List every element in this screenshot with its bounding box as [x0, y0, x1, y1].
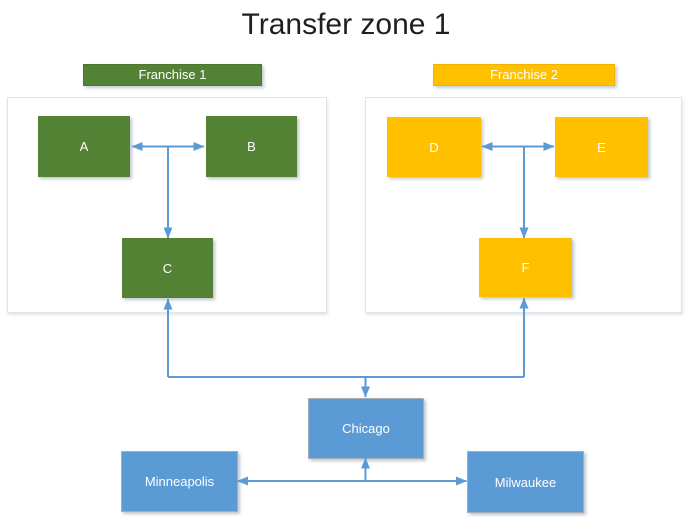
franchise1-label: Franchise 1 [83, 64, 262, 86]
node-milwaukee: Milwaukee [467, 451, 584, 513]
node-b: B [206, 116, 297, 177]
node-d: D [387, 117, 481, 177]
franchise2-label: Franchise 2 [433, 64, 615, 86]
node-f: F [479, 238, 572, 297]
node-e: E [555, 117, 648, 177]
node-minneapolis: Minneapolis [121, 451, 238, 512]
node-c: C [122, 238, 213, 298]
node-chicago: Chicago [308, 398, 424, 459]
node-a: A [38, 116, 130, 177]
diagram-title: Transfer zone 1 [241, 8, 451, 41]
